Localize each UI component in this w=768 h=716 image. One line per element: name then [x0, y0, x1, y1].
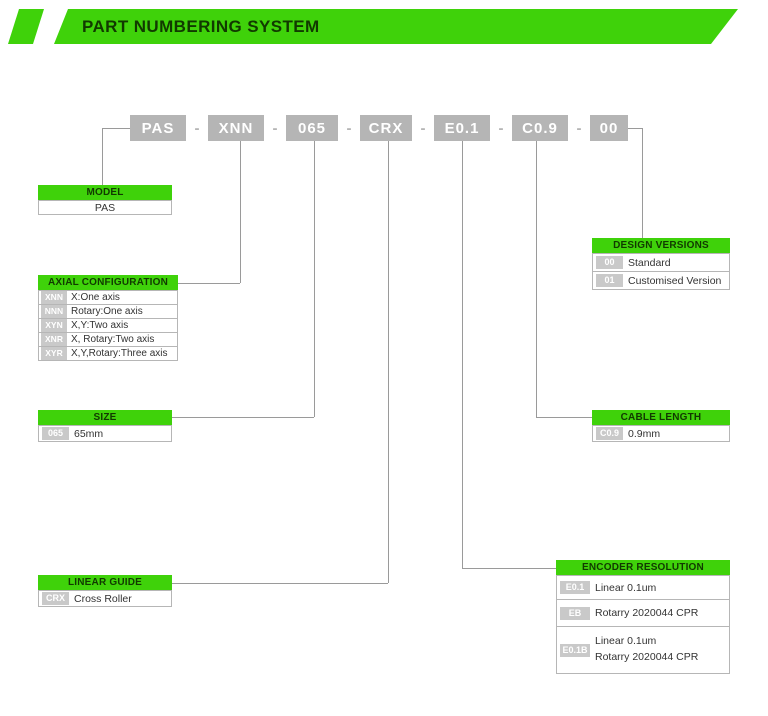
connector-line-encoder [462, 568, 556, 569]
code-chip: 00 [596, 256, 623, 269]
encoder-resolution-box-title: ENCODER RESOLUTION [556, 560, 730, 576]
row-label: Linear 0.1um [595, 581, 657, 594]
design-versions-box: DESIGN VERSIONS 00 Standard 01 Customise… [592, 238, 730, 290]
design-versions-box-title: DESIGN VERSIONS [592, 238, 730, 254]
row-label: 0.9mm [628, 427, 661, 440]
connector-line-linear-guide [172, 583, 388, 584]
table-row: PAS [38, 200, 172, 215]
connector-line-design [642, 128, 643, 238]
part-segment-linear-guide: CRX [360, 115, 412, 141]
code-chip: NNN [41, 305, 67, 318]
code-chip: 065 [42, 427, 69, 440]
part-segment-design: 00 [590, 115, 628, 141]
model-box-title: MODEL [38, 185, 172, 201]
row-label-line1: Linear 0.1um [595, 635, 657, 648]
segment-separator: - [576, 119, 582, 137]
segment-separator: - [420, 119, 426, 137]
code-chip: XNR [41, 333, 67, 346]
segment-separator: - [498, 119, 504, 137]
table-row: NNN Rotary:One axis [38, 304, 178, 319]
segment-separator: - [194, 119, 200, 137]
code-chip: CRX [42, 592, 69, 605]
linear-guide-box-title: LINEAR GUIDE [38, 575, 172, 591]
table-row: 00 Standard [592, 253, 730, 272]
size-box-title: SIZE [38, 410, 172, 426]
row-label-line2: Rotarry 2020044 CPR [595, 651, 699, 663]
code-chip: C0.9 [596, 427, 623, 440]
segment-separator: - [272, 119, 278, 137]
row-label: X,Y:Two axis [71, 320, 129, 331]
table-row: EB Rotarry 2020044 CPR [556, 599, 730, 627]
table-row: XNN X:One axis [38, 290, 178, 305]
table-row: CRX Cross Roller [38, 590, 172, 607]
linear-guide-box: LINEAR GUIDE CRX Cross Roller [38, 575, 172, 607]
connector-line-cable [536, 417, 592, 418]
table-row: XYR X,Y,Rotary:Three axis [38, 346, 178, 361]
connector-line-encoder [462, 141, 463, 568]
connector-line-axial [178, 283, 240, 284]
connector-line-cable [536, 141, 537, 417]
encoder-resolution-box: ENCODER RESOLUTION E0.1 Linear 0.1um EB … [556, 560, 730, 674]
cable-length-box: CABLE LENGTH C0.9 0.9mm [592, 410, 730, 442]
row-label: Cross Roller [74, 592, 132, 605]
banner: PART NUMBERING SYSTEM [54, 9, 738, 44]
table-row: E0.1 Linear 0.1um [556, 575, 730, 600]
row-label: X, Rotary:Two axis [71, 334, 155, 345]
part-segment-model: PAS [130, 115, 186, 141]
table-row: XYN X,Y:Two axis [38, 318, 178, 333]
code-chip: E0.1B [560, 643, 590, 657]
code-chip: XNN [41, 291, 67, 304]
part-segment-axial: XNN [208, 115, 264, 141]
row-label: Standard [628, 256, 671, 269]
connector-line-design [628, 128, 642, 129]
connector-line-model [102, 128, 103, 185]
banner-accent-shape [8, 9, 44, 44]
code-chip: XYR [41, 347, 67, 360]
part-segment-size: 065 [286, 115, 338, 141]
model-value: PAS [94, 201, 116, 214]
row-label: 65mm [74, 427, 104, 440]
row-label: Rotary:One axis [71, 306, 143, 317]
page-title: PART NUMBERING SYSTEM [82, 16, 320, 36]
connector-line-size [172, 417, 314, 418]
row-label: X:One axis [71, 292, 120, 303]
code-chip: E0.1 [560, 581, 590, 594]
axial-box-title: AXIAL CONFIGURATION [38, 275, 178, 291]
part-segment-cable: C0.9 [512, 115, 568, 141]
row-label: Linear 0.1um Rotarry 2020044 CPR [595, 634, 698, 666]
model-box: MODEL PAS [38, 185, 172, 215]
part-number-row: PAS - XNN - 065 - CRX - E0.1 - C0.9 - 00 [130, 115, 628, 141]
part-segment-encoder: E0.1 [434, 115, 490, 141]
row-label: Customised Version [628, 274, 722, 287]
size-box: SIZE 065 65mm [38, 410, 172, 442]
row-label: Rotarry 2020044 CPR [595, 607, 699, 619]
connector-line-model [102, 128, 130, 129]
table-row: XNR X, Rotary:Two axis [38, 332, 178, 347]
connector-line-axial [240, 141, 241, 283]
axial-configuration-box: AXIAL CONFIGURATION XNN X:One axis NNN R… [38, 275, 178, 361]
connector-line-linear-guide [388, 141, 389, 583]
code-chip: 01 [596, 274, 623, 287]
segment-separator: - [346, 119, 352, 137]
connector-line-size [314, 141, 315, 417]
code-chip: XYN [41, 319, 67, 332]
table-row: C0.9 0.9mm [592, 425, 730, 442]
cable-length-box-title: CABLE LENGTH [592, 410, 730, 426]
row-label: X,Y,Rotary:Three axis [71, 348, 168, 359]
table-row: E0.1B Linear 0.1um Rotarry 2020044 CPR [556, 626, 730, 674]
table-row: 065 65mm [38, 425, 172, 442]
table-row: 01 Customised Version [592, 271, 730, 290]
code-chip: EB [560, 606, 590, 620]
